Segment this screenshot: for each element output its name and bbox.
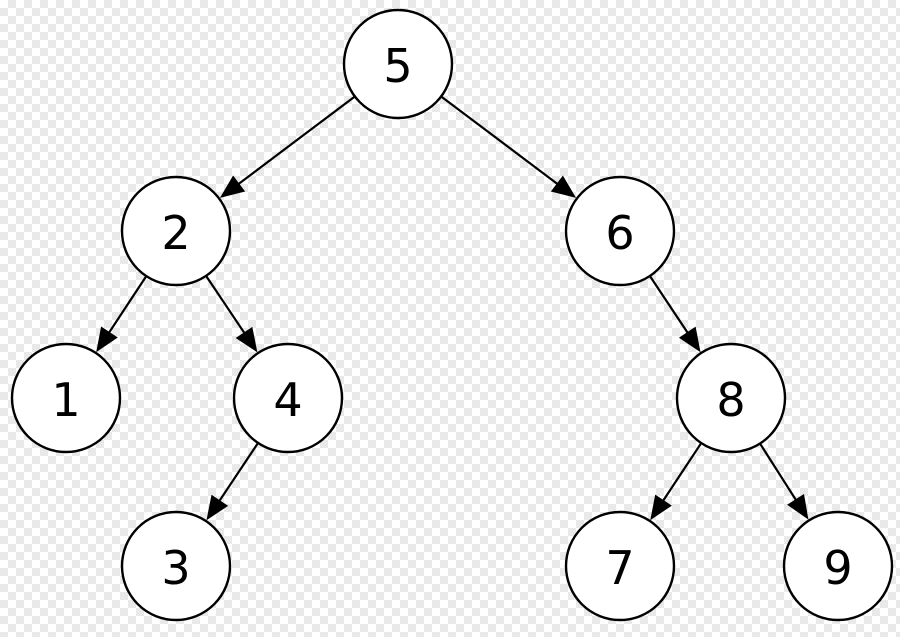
node-circle (564, 510, 676, 622)
arrowhead-icon (650, 494, 672, 521)
node-label: 5 (383, 39, 412, 93)
tree-node-n5: 5 (342, 8, 454, 120)
arrowhead-icon (550, 175, 577, 198)
node-circle (232, 342, 344, 454)
nodes: 5 2 6 1 4 8 3 7 9 (10, 8, 894, 622)
node-label: 4 (273, 373, 302, 427)
arrowhead-icon (96, 326, 118, 353)
edges (96, 95, 809, 521)
edge-line (107, 275, 148, 335)
arrowhead-icon (219, 175, 246, 198)
edge-line (440, 95, 560, 186)
node-label: 9 (823, 541, 852, 595)
node-circle (120, 175, 232, 287)
tree-node-n1: 1 (10, 342, 122, 454)
tree-node-n8: 8 (675, 342, 787, 454)
edge-line (648, 275, 690, 335)
tree-node-n6: 6 (564, 175, 676, 287)
arrowhead-icon (206, 494, 229, 521)
node-circle (120, 510, 232, 622)
node-circle (10, 342, 122, 454)
edge-n5-n2 (219, 95, 356, 198)
edge-n8-n7 (650, 442, 703, 521)
edge-line (661, 442, 703, 503)
edge-n2-n4 (205, 275, 258, 353)
tree-node-n3: 3 (120, 510, 232, 622)
edge-n8-n9 (759, 442, 809, 520)
node-label: 8 (716, 373, 745, 427)
arrowhead-icon (787, 493, 809, 520)
tree-node-n9: 9 (782, 510, 894, 622)
node-circle (782, 510, 894, 622)
arrowhead-icon (235, 326, 258, 353)
node-label: 1 (51, 373, 80, 427)
node-circle (675, 342, 787, 454)
node-label: 7 (605, 541, 634, 595)
edge-line (217, 442, 259, 503)
node-label: 6 (605, 206, 634, 260)
edge-n5-n6 (440, 95, 577, 198)
edge-line (205, 275, 247, 335)
node-circle (564, 175, 676, 287)
tree-node-n2: 2 (120, 175, 232, 287)
edge-line (759, 442, 798, 502)
node-circle (342, 8, 454, 120)
edge-n4-n3 (206, 442, 259, 521)
edge-line (236, 95, 356, 186)
tree-node-n7: 7 (564, 510, 676, 622)
node-label: 3 (161, 541, 190, 595)
tree-node-n4: 4 (232, 342, 344, 454)
arrowhead-icon (678, 326, 701, 353)
edge-n6-n8 (648, 275, 701, 353)
edge-n2-n1 (96, 275, 148, 353)
node-label: 2 (161, 206, 190, 260)
